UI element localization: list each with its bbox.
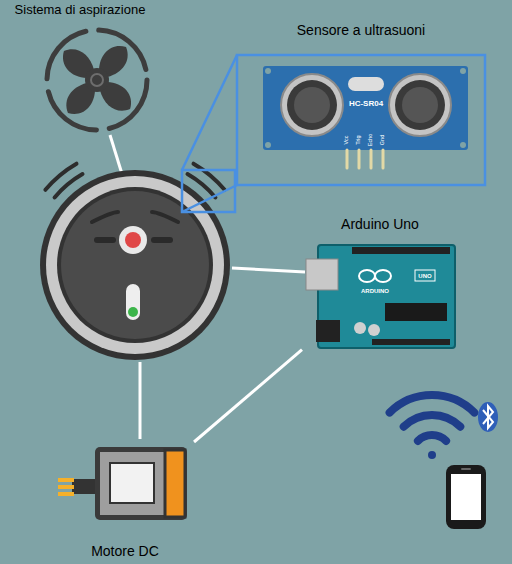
arduino-board-part [354, 322, 366, 334]
dc-motor-part [58, 485, 74, 489]
component-node: Arduino Uno [302, 216, 458, 350]
smartphone-icon-part [461, 468, 471, 470]
ultrasonic-sensor-part [395, 80, 445, 130]
arduino-board-part [368, 324, 380, 336]
ultrasonic-sensor-part-part [370, 150, 373, 168]
ultrasonic-sensor-part [287, 80, 337, 130]
ultrasonic-sensor-part [265, 68, 271, 74]
ultrasonic-sensor-part [263, 66, 468, 150]
arduino-board-part [352, 247, 450, 254]
robot-vacuum-part [126, 284, 140, 320]
component-label: Sensore a ultrasuoni [297, 22, 425, 39]
arduino-board-part [375, 270, 391, 282]
ultrasonic-sensor-part-part [358, 150, 361, 168]
wire-part [232, 268, 305, 272]
wifi-icon [390, 395, 475, 459]
fan-icon-part [47, 30, 147, 130]
arduino-board-part [359, 270, 375, 282]
robot-vacuum-part [46, 176, 224, 354]
fan-icon-part [56, 39, 138, 121]
zoom-frame [182, 55, 485, 212]
component-node: Motore DC [55, 442, 195, 560]
smartphone-icon [446, 465, 486, 529]
dc-motor [58, 447, 187, 520]
smartphone-icon-part [451, 474, 481, 520]
part-label: ARDUINO [361, 288, 389, 294]
wifi-icon-part [390, 395, 475, 413]
zoom-frame-part [182, 185, 237, 212]
ultrasonic-sensor-part [460, 68, 466, 74]
ultrasonic-sensor-part [460, 142, 466, 148]
dc-motor-part [100, 452, 164, 515]
wifi-icon-part [418, 435, 446, 441]
dc-motor-part [58, 492, 74, 496]
ultrasonic-sensor-part [389, 74, 451, 136]
ultrasonic-sensor-part [347, 150, 383, 168]
arduino-board-part [306, 259, 338, 290]
robot-vacuum-part [92, 212, 118, 222]
wifi-icon-part [428, 451, 436, 459]
ultrasonic-sensor-part [265, 142, 271, 148]
dc-motor-part [95, 447, 187, 520]
ultrasonic-sensor-part [402, 87, 438, 123]
fan-icon [47, 30, 147, 130]
ultrasonic-sensor-part [281, 74, 343, 136]
arduino-board-part [316, 320, 340, 342]
bluetooth-icon-part [478, 402, 498, 432]
dc-motor-part [165, 450, 185, 517]
smartphone-icon-part [446, 465, 486, 529]
robot-vacuum-part [94, 237, 116, 243]
ultrasonic-sensor-part-part [346, 150, 349, 168]
dc-motor-part [72, 479, 97, 494]
ultrasonic-sensor-part [348, 77, 384, 91]
zoom-frame-part [182, 55, 237, 170]
component-label: Arduino Uno [341, 216, 419, 233]
component-label: Motore DC [91, 543, 159, 560]
zoom-frame-part [237, 55, 485, 185]
robot-vacuum-part [152, 212, 178, 222]
bluetooth-icon [478, 402, 498, 432]
dc-motor-part [58, 478, 74, 482]
robot-vacuum-part-part [45, 164, 76, 190]
ultrasonic-sensor-part-part [382, 150, 385, 168]
component-node: Sistema di aspirazione [4, 2, 156, 140]
robot-vacuum-part [128, 307, 138, 317]
robot-vacuum-part [57, 187, 213, 343]
robot-vacuum-part-part [194, 164, 225, 190]
fan-icon-part-part [85, 68, 109, 92]
part-label: Gnd [380, 135, 386, 145]
robot-vacuum-part [119, 226, 147, 254]
wire-part [110, 135, 122, 174]
wifi-icon-part [404, 415, 461, 427]
wire-part [139, 362, 142, 439]
part-label: HC-SR04 [349, 100, 383, 108]
robot-vacuum-part [125, 232, 141, 248]
arduino-board-part [385, 303, 447, 321]
part-label: Vcc [344, 135, 350, 144]
robot-vacuum [40, 164, 230, 360]
arduino-board-part [415, 270, 435, 281]
robot-vacuum-part [151, 237, 173, 243]
part-label: Echo [368, 134, 374, 147]
ultrasonic-sensor [263, 66, 468, 168]
arduino-board-part [372, 339, 450, 345]
wire-connector [194, 350, 302, 442]
bluetooth-icon-part [483, 406, 493, 428]
arduino-board [306, 245, 455, 348]
ultrasonic-sensor-part [294, 87, 330, 123]
dc-motor-part [110, 463, 154, 503]
component-label: Sistema di aspirazione [15, 2, 146, 18]
part-label: Trig [356, 135, 362, 144]
part-label: UNO [418, 273, 431, 279]
fan-icon-part-part [91, 74, 103, 86]
robot-vacuum-part [40, 170, 230, 360]
